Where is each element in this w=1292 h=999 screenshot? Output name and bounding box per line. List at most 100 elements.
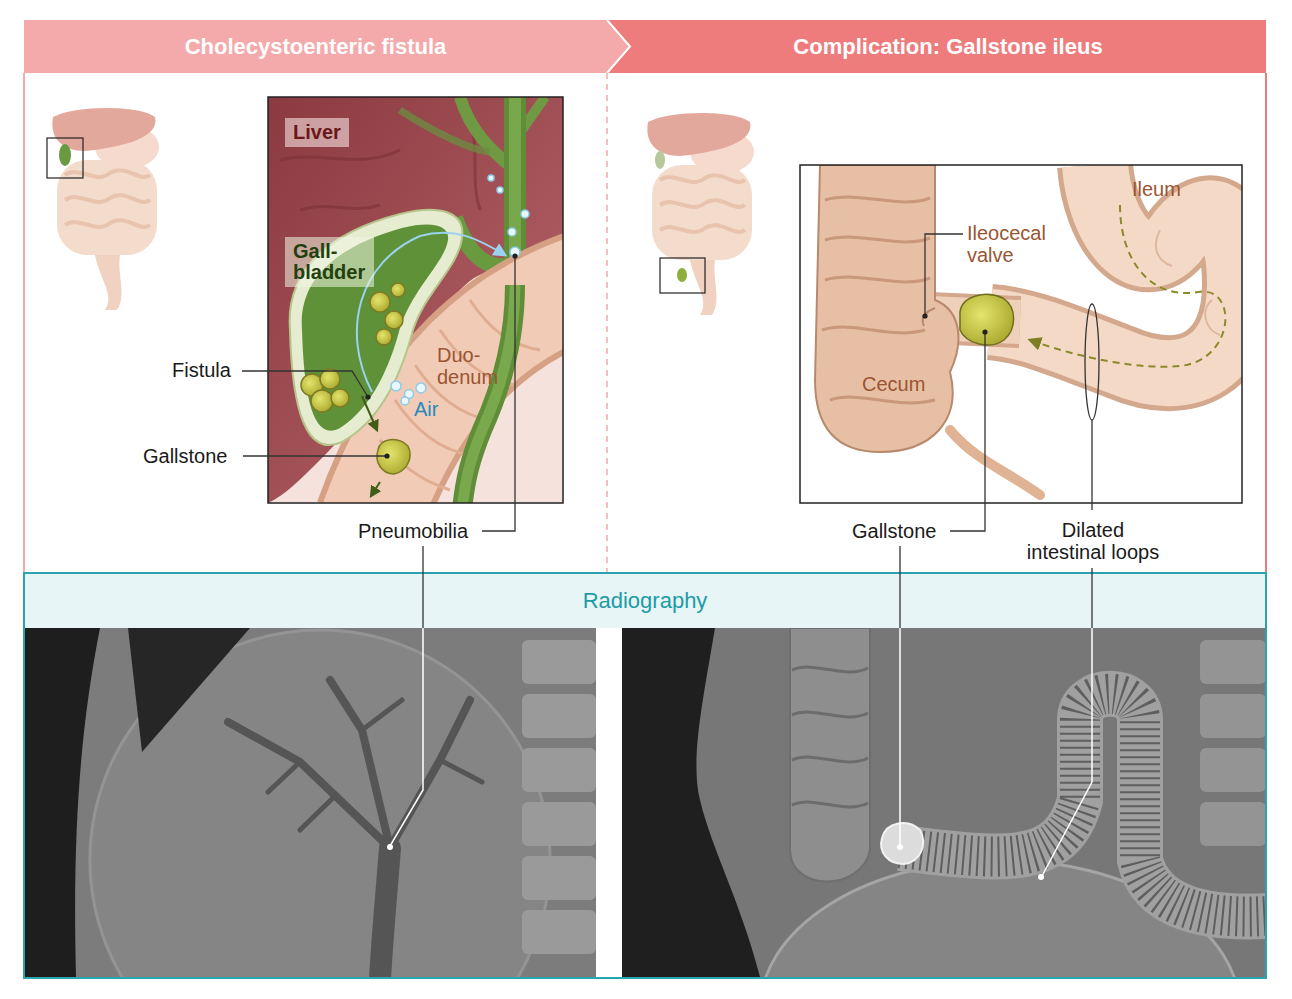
radiograph xyxy=(522,694,596,738)
radiograph xyxy=(622,628,760,977)
radiograph xyxy=(522,748,596,792)
leader-dot xyxy=(365,253,987,458)
radiograph xyxy=(268,762,300,792)
fistula-illustration xyxy=(462,285,515,503)
radiograph xyxy=(522,856,596,900)
radiograph xyxy=(1200,694,1266,738)
fistula-illustration xyxy=(488,175,494,181)
body-thumbnail xyxy=(660,175,745,232)
fistula-illustration xyxy=(320,369,340,389)
text-wrap: Complication: Gallstone ileus xyxy=(793,34,1102,60)
fistula-illustration xyxy=(401,397,409,405)
leader-line xyxy=(390,628,1092,876)
body-thumbnail xyxy=(647,113,754,315)
fistula-illustration xyxy=(370,280,563,503)
organ-label: Ileum xyxy=(1132,178,1181,200)
fistula-illustration xyxy=(521,210,529,218)
header-bands xyxy=(24,20,630,73)
fistula-illustration xyxy=(290,210,463,445)
callout-label: Pneumobilia xyxy=(356,520,470,542)
fistula-illustration xyxy=(391,175,529,405)
leader-line xyxy=(242,371,368,397)
text-wrap: Gall- bladder xyxy=(293,241,365,283)
radiograph xyxy=(522,640,596,684)
fistula-illustration xyxy=(416,383,426,393)
callout-label: Dilated intestinal loops xyxy=(1023,519,1163,563)
fistula-illustration xyxy=(371,482,380,496)
section-header: Radiography xyxy=(24,573,1266,628)
fistula-illustration xyxy=(370,292,390,312)
leader-dot xyxy=(384,453,389,458)
leader-line xyxy=(482,256,515,531)
radiograph xyxy=(1200,640,1266,684)
ileus-illustration xyxy=(800,165,1242,503)
leader-line xyxy=(899,628,901,846)
body-thumbnail xyxy=(47,108,159,310)
fistula-illustration xyxy=(508,228,516,236)
header-bands xyxy=(607,20,1266,73)
radiograph xyxy=(24,628,596,977)
leader-line xyxy=(422,546,423,628)
leader-dot xyxy=(982,329,987,334)
radiography-frame xyxy=(24,573,1266,978)
leader-dot xyxy=(365,394,370,399)
section-header-text: Cholecystoenteric fistula xyxy=(185,34,447,60)
body-thumbnail xyxy=(652,165,752,260)
leader-line xyxy=(925,234,963,316)
organ-label: Air xyxy=(414,398,438,420)
radiograph xyxy=(1200,802,1266,846)
radiograph xyxy=(900,694,1266,917)
fistula-illustration xyxy=(400,110,490,152)
radiograph xyxy=(300,795,336,830)
leader-line xyxy=(950,332,985,531)
radiograph xyxy=(792,667,868,807)
radiograph xyxy=(24,628,100,977)
fistula-illustration xyxy=(391,381,401,391)
header-bands xyxy=(24,20,1266,73)
organ-label: Duo- denum xyxy=(437,344,498,388)
section-header: Cholecystoenteric fistula xyxy=(24,20,607,73)
body-thumbnail xyxy=(655,151,665,169)
leader-dot xyxy=(1038,874,1044,880)
leader-dot xyxy=(512,253,517,258)
callout-label: Gallstone xyxy=(850,520,939,542)
radiograph xyxy=(522,802,596,846)
radiograph xyxy=(330,680,390,848)
fistula-illustration xyxy=(385,311,403,329)
organ-label-box: Liver xyxy=(285,118,349,147)
panel-frame xyxy=(24,73,1266,628)
leader-line xyxy=(1042,628,1092,876)
organ-label: Ileocecal valve xyxy=(967,222,1046,266)
leader-dot xyxy=(897,844,903,850)
section-header-text: Radiography xyxy=(583,588,708,614)
fistula-illustration xyxy=(280,120,480,210)
section-header: Complication: Gallstone ileus xyxy=(630,20,1266,73)
fistula-illustration xyxy=(497,187,503,193)
leader-dot xyxy=(387,844,1044,880)
radiograph xyxy=(881,823,923,864)
fistula-illustration xyxy=(391,283,405,297)
section-header-text: Complication: Gallstone ileus xyxy=(793,34,1102,60)
organ-label: Cecum xyxy=(862,373,925,395)
ileus-illustration xyxy=(1156,230,1220,335)
radiograph xyxy=(380,848,390,977)
inset-frame xyxy=(268,97,563,503)
leader-line xyxy=(243,455,387,456)
body-thumbnail xyxy=(47,138,83,178)
leader-line xyxy=(390,628,423,846)
callout-label: Fistula xyxy=(170,359,233,381)
radiograph xyxy=(790,628,870,882)
fistula-illustration xyxy=(331,389,349,407)
radiograph xyxy=(128,628,250,752)
ileus-illustration xyxy=(990,165,1240,373)
body-thumbnail xyxy=(677,268,687,282)
radiograph xyxy=(1200,748,1266,792)
panel-frame xyxy=(23,73,25,573)
radiograph xyxy=(228,680,482,977)
body-thumbnail xyxy=(65,170,150,227)
leader-line xyxy=(1091,420,1092,510)
body-thumbnail xyxy=(52,108,155,151)
body-thumbnail xyxy=(59,144,71,166)
fistula-illustration xyxy=(377,440,410,474)
